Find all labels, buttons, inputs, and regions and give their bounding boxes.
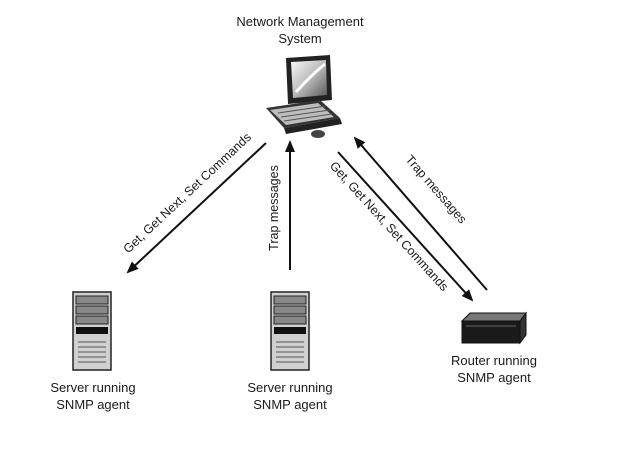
edge-label-commands-left: Get, Get Next, Set Commands [121,130,254,256]
edge-label-trap-mid: Trap messages [267,165,281,251]
nms-label-line2: System [278,31,321,46]
arrow-commands-left [126,142,267,274]
server-mid-label-line1: Server running [247,380,332,395]
server-icon [72,291,112,371]
arrow-commands-router [337,151,474,302]
nms-label-line1: Network Management [236,14,364,29]
server-mid-label-line2: SNMP agent [253,397,327,412]
server-left-label-line2: SNMP agent [56,397,130,412]
server-icon [270,291,310,371]
router-icon [460,311,527,345]
router-label-line1: Router running [451,353,537,368]
edge-label-trap-router: Trap messages [403,152,470,226]
computer-icon [266,55,342,138]
router-label-line2: SNMP agent [457,370,531,385]
server-left-label-line1: Server running [50,380,135,395]
arrow-trap-router [353,136,488,291]
